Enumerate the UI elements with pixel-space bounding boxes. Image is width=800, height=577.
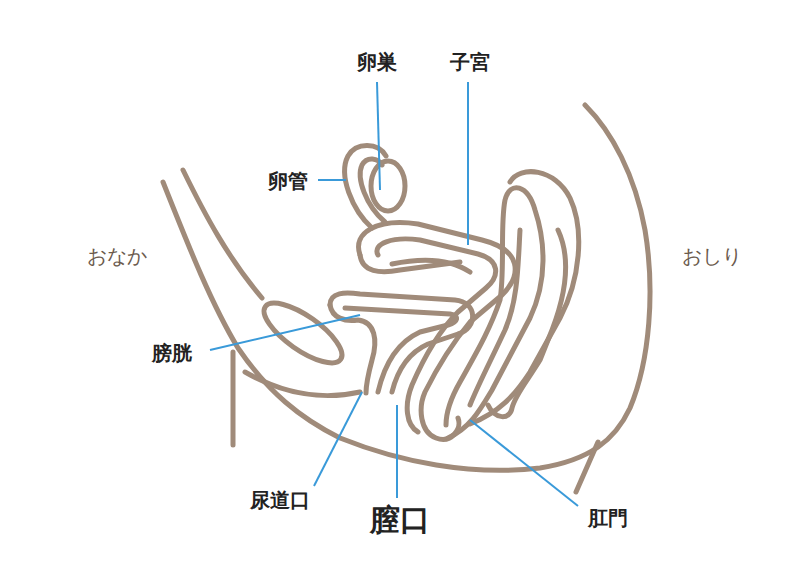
part-label: 膣口 [370, 505, 430, 535]
leader-line [314, 392, 362, 486]
pubic-bone [256, 293, 351, 374]
part-label: 卵巣 [357, 52, 397, 72]
uterus [392, 260, 470, 272]
leader-line [470, 420, 578, 506]
rectum [470, 172, 579, 424]
part-label: おしり [682, 246, 742, 266]
uterus [377, 239, 496, 432]
leader-line [396, 405, 398, 498]
part-label: 膀胱 [152, 343, 192, 363]
abdominal-wall [183, 170, 262, 298]
leg-line [576, 442, 598, 492]
leader-line [210, 315, 360, 350]
rectum [470, 230, 520, 405]
rectum [446, 188, 543, 438]
bladder [330, 305, 375, 393]
leader-line [318, 179, 346, 181]
leg-line [231, 352, 236, 445]
leader-line [467, 82, 469, 245]
part-label: 尿道口 [250, 490, 310, 510]
part-label: 肛門 [588, 508, 628, 528]
leader-line [377, 82, 380, 190]
perineum-line [245, 372, 360, 396]
body-outline [163, 105, 650, 470]
part-label: おなか [87, 246, 147, 266]
bladder [330, 293, 473, 392]
part-label: 卵管 [268, 171, 308, 191]
part-label: 子宮 [450, 52, 490, 72]
rectum [488, 230, 565, 417]
ovary [371, 161, 405, 211]
